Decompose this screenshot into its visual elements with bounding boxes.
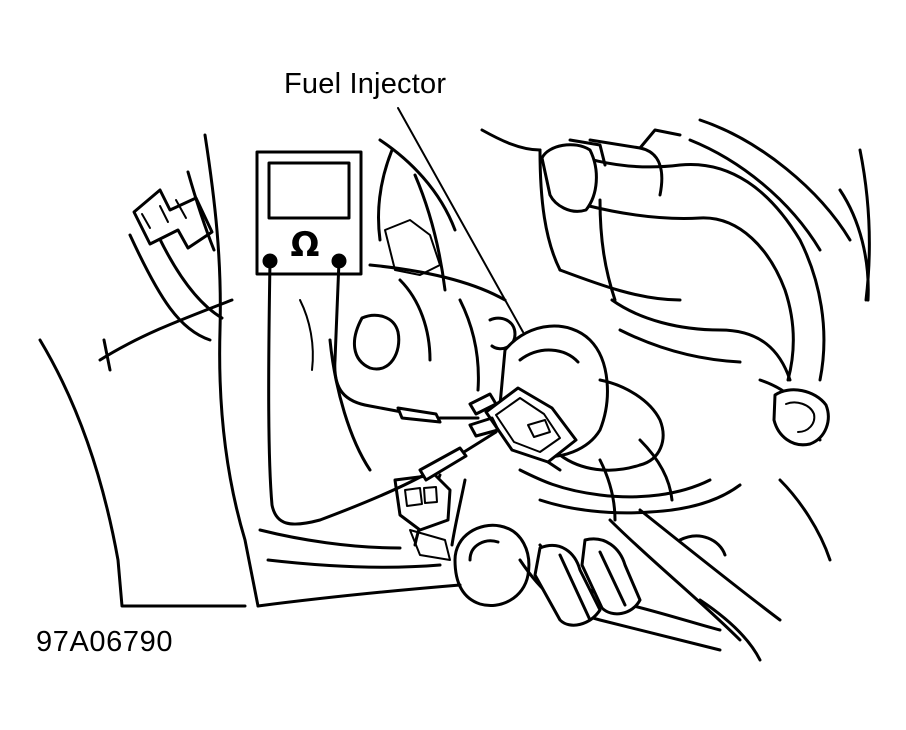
callout-leader-line [397, 107, 524, 333]
ohm-symbol: Ω [291, 225, 320, 265]
test-leads [267, 259, 498, 526]
left-hose-connector [98, 170, 234, 372]
lower-harness [256, 438, 832, 662]
engine-background-contours [299, 138, 517, 472]
figure-id: 97A06790 [36, 626, 174, 658]
fuel-injector [468, 324, 665, 472]
left-body-panel [38, 133, 260, 608]
fuel-injector-label: Fuel Injector [284, 68, 447, 100]
intake-pipes [480, 118, 871, 447]
